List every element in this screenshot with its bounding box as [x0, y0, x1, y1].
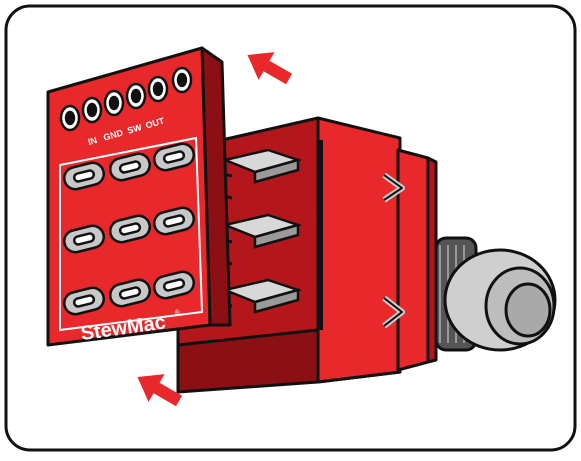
solder-pads: [62, 141, 196, 316]
switch-front-face: [318, 118, 400, 382]
